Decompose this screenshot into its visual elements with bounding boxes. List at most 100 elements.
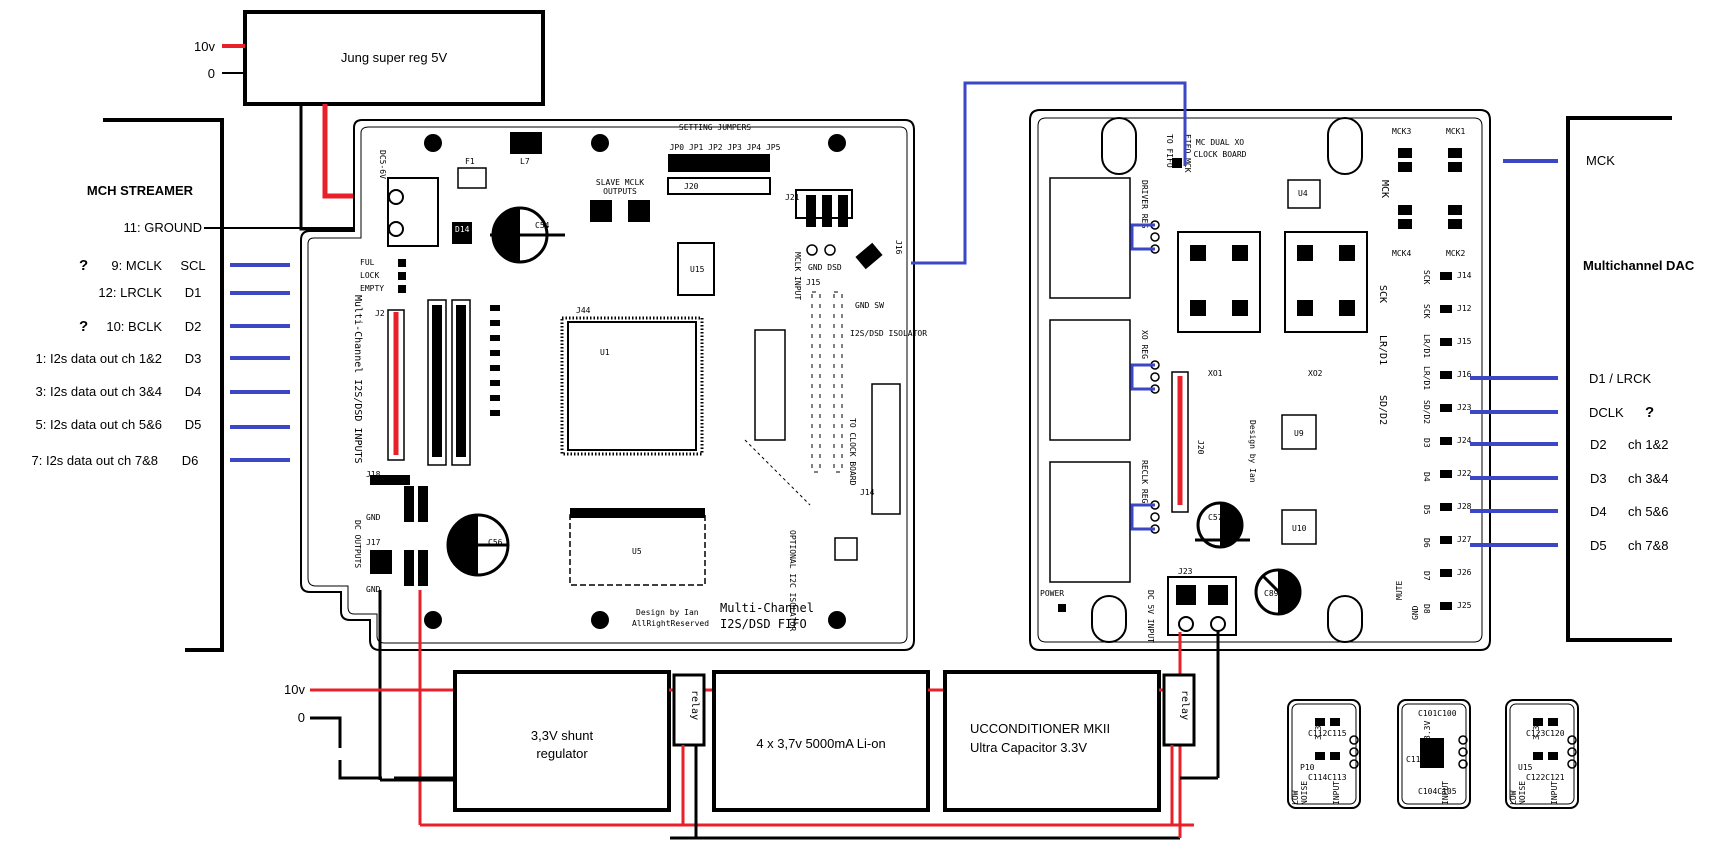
shunt-regulator-box	[453, 670, 671, 812]
c56-label: C56	[488, 538, 503, 547]
j15-label: J15	[806, 278, 821, 287]
mck1-label: MCK1	[1446, 127, 1465, 136]
clock-title1: MC DUAL XO	[1196, 138, 1244, 147]
clock-board: MC DUAL XO CLOCK BOARD TO FIFO FIFO MCK …	[1029, 109, 1491, 651]
pin-j-0: J14	[1457, 271, 1472, 280]
shunt-line1: 3,3V shunt	[531, 728, 594, 743]
optional-label: OPTIONAL I2C ISOLATOR	[788, 530, 797, 631]
pin-code: D2	[185, 319, 202, 334]
pin-question: ?	[79, 318, 88, 335]
pin-name: 12: LRCLK	[98, 285, 162, 300]
pin-row-1: SCK	[1422, 304, 1431, 319]
pin-row-2: LR/D1	[1422, 334, 1431, 358]
wire-mclk-to-clock	[911, 81, 1187, 265]
header-pins	[432, 305, 466, 457]
dac-code: D1 / LRCK	[1589, 371, 1651, 386]
clock-pin-column	[1440, 272, 1452, 610]
gnd-label-lower: GND	[366, 585, 381, 594]
mck3-label: MCK3	[1392, 127, 1411, 136]
mini-p: P10	[1300, 763, 1315, 772]
blue-wires	[911, 81, 1187, 531]
mini-noise: NOISE	[1300, 781, 1309, 805]
mini-input: INPUT	[1332, 781, 1341, 805]
pin-row-10: D8	[1422, 604, 1431, 614]
dac-code: D2	[1590, 437, 1607, 452]
footer-design: Design by Ian	[636, 608, 699, 617]
pin-j-7: J28	[1457, 502, 1472, 511]
streamer-title: MCH STREAMER	[87, 183, 194, 198]
j18-label: J18	[366, 470, 381, 479]
mute-label: MUTE	[1395, 581, 1404, 600]
bottom-vin-label: 10v	[284, 682, 305, 697]
pin-row-4: SD/D2	[1422, 400, 1431, 424]
c54-label: C54	[535, 221, 550, 230]
mini-c1: C101C100	[1418, 709, 1457, 718]
mini-board-2: U15 C123C120 C122C121 3.3V INPUT LOW NOI…	[1505, 699, 1579, 809]
streamer: MCH STREAMER 11: GROUND ? 9: MCLK SCL 12…	[32, 118, 388, 652]
side-lrd1-label: LR/D1	[1377, 335, 1388, 365]
clock-j20-label: J20	[1196, 440, 1205, 455]
pin-row-0: SCK	[1422, 270, 1431, 285]
clock-pcb-outline	[1029, 109, 1491, 651]
pin-code: D5	[185, 417, 202, 432]
jumpers-title: SETTING JUMPERS	[679, 123, 751, 132]
dac-code: DCLK	[1589, 405, 1624, 420]
pin-j-2: J15	[1457, 337, 1472, 346]
mini-board-1: C111 C101C100 C104C105 3.3V INPUT	[1397, 699, 1471, 809]
mclk-connector	[855, 242, 883, 270]
pin-row-5: D3	[1422, 438, 1431, 448]
streamer-pin-2: ? 10: BCLK D2	[79, 318, 290, 335]
power-label: POWER	[1040, 589, 1064, 598]
battery-label: 4 x 3,7v 5000mA Li-on	[756, 736, 885, 751]
pin-name: 5: I2s data out ch 5&6	[36, 417, 162, 432]
jung-reg-label: Jung super reg 5V	[341, 50, 448, 65]
clock-dc-input-label: DC 5V INPUT	[1146, 590, 1155, 643]
dac-code: D3	[1590, 471, 1607, 486]
dac-ch: ch 5&6	[1628, 504, 1668, 519]
chip-u10	[1281, 509, 1317, 545]
jumper-labels: JP0 JP1 JP2 JP3 JP4 JP5	[670, 143, 781, 152]
to-clock-label: TO CLOCK BOARD	[848, 418, 857, 486]
mck-side-label: MCK	[1379, 180, 1390, 198]
footer-title1: Multi-Channel	[720, 601, 814, 615]
clock-j23-label: J23	[1178, 567, 1193, 576]
j21-label: J21	[785, 193, 800, 202]
chip-u4	[1287, 179, 1321, 209]
j20-header	[667, 177, 771, 195]
pin-name: 3: I2s data out ch 3&4	[36, 384, 162, 399]
top-supply: Jung super reg 5V 10v 0	[194, 10, 545, 231]
outputs-label: OUTPUTS	[603, 187, 637, 196]
mini-input: INPUT	[1441, 781, 1450, 805]
mini-c1: C112C115	[1308, 729, 1347, 738]
pin-j-10: J25	[1457, 601, 1472, 610]
streamer-pin-0: ? 9: MCLK SCL	[79, 257, 290, 274]
reclk-reg-label: RECLK REG	[1140, 460, 1149, 504]
dac-question: ?	[1645, 404, 1654, 421]
mck4-label: MCK4	[1392, 249, 1411, 258]
pin-row-9: D7	[1422, 571, 1431, 581]
ful-label: FUL	[360, 258, 375, 267]
mini-v: 3.3V	[1314, 721, 1323, 740]
mck2-label: MCK2	[1446, 249, 1465, 258]
l7-label: L7	[520, 157, 530, 166]
xo2-label: XO2	[1308, 369, 1323, 378]
dac-code: D5	[1590, 538, 1607, 553]
pin-question: ?	[79, 257, 88, 274]
ucc-line2: Ultra Capacitor 3.3V	[970, 740, 1087, 755]
dac-row-2: D2 ch 1&2	[1470, 437, 1668, 452]
d14-label: D14	[455, 225, 470, 234]
side-sdd2-label: SD/D2	[1377, 395, 1388, 425]
dac-row-5: D5 ch 7&8	[1470, 538, 1668, 553]
chip-u15	[677, 242, 715, 296]
u1-label: U1	[600, 348, 610, 357]
shunt-line2: regulator	[536, 746, 588, 761]
chip-u1	[567, 321, 697, 451]
to-fifo-label: TO FIFO	[1165, 134, 1174, 168]
pin-row-3: LR/D1	[1422, 366, 1431, 390]
clock-gnd-label: GND	[1411, 605, 1420, 620]
streamer-ground: 11: GROUND	[124, 220, 203, 235]
clock-design-label: Design by Ian	[1248, 420, 1257, 483]
pin-code: D3	[185, 351, 202, 366]
bottom-gnd-label: 0	[298, 710, 305, 725]
pin-code: SCL	[180, 258, 205, 273]
